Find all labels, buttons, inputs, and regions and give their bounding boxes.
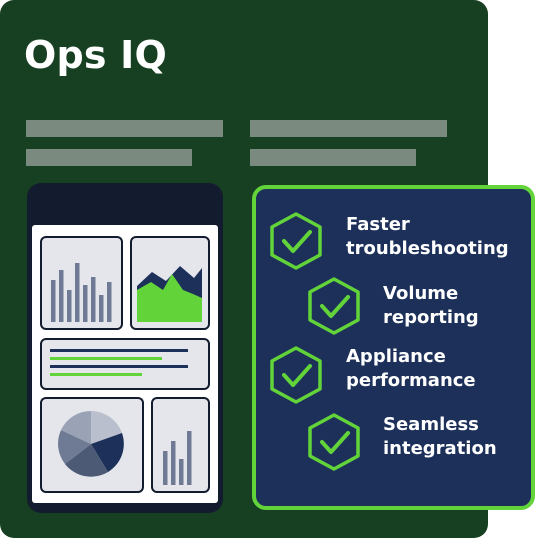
benefit-label-line2: integration [383,438,497,459]
benefit-label-line2: performance [346,370,476,391]
hexagon-check-icon [308,413,360,471]
pie-chart-widget [40,397,144,493]
hexagon-check-icon [270,346,322,404]
mini-bar-widget [151,397,210,493]
progress-widget [40,338,210,390]
bar-chart-icon [51,263,112,322]
benefit-label-line2: reporting [383,307,479,328]
app-title: Ops IQ [24,33,167,77]
area-chart-icon [137,266,202,322]
benefit-label-line1: Faster [346,214,410,235]
benefits-card: Faster troubleshooting Volume reporting … [252,185,535,510]
placeholder-line [26,149,192,166]
benefit-label-line2: troubleshooting [346,238,509,259]
progress-lines-icon [50,349,188,376]
hexagon-check-icon [308,277,360,335]
benefit-label-line1: Seamless [383,414,479,435]
bar-chart-widget [40,236,123,330]
area-chart-widget [130,236,210,330]
pie-chart-icon [58,410,124,477]
placeholder-line [250,120,447,137]
placeholder-line [250,149,416,166]
phone-screen [32,225,218,503]
placeholder-line [26,120,223,137]
mini-bar-icon [163,431,192,485]
benefit-label-line1: Volume [383,283,459,304]
benefit-label-line1: Appliance [346,346,446,367]
hexagon-check-icon [270,212,322,270]
